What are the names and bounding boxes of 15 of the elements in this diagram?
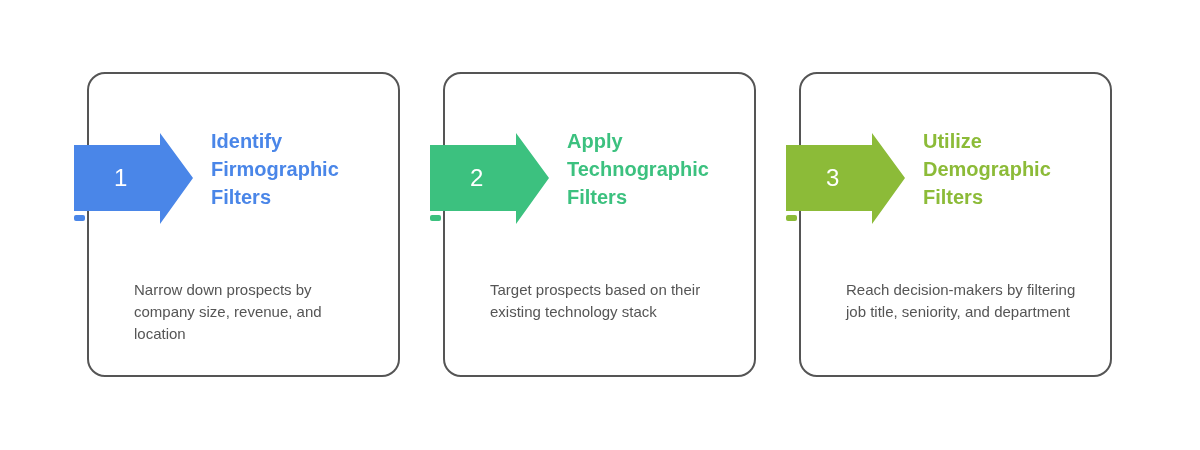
- step-arrow: [430, 133, 550, 225]
- step-card: [799, 72, 1112, 377]
- step-description: Narrow down prospects by company size, revenue, and location: [134, 280, 323, 344]
- step-number: 2: [470, 163, 484, 193]
- step-description: Target prospects based on their existing technology stack: [490, 280, 702, 322]
- step-title: Apply Technographic Filters: [567, 129, 710, 210]
- step-number: 1: [114, 163, 128, 193]
- step-card: [87, 72, 400, 377]
- step-arrow: [786, 133, 906, 225]
- step-title: Utilize Demographic Filters: [923, 129, 1052, 210]
- step-description: Reach decision-makers by filtering job title, seniority, and department: [846, 280, 1077, 322]
- step-arrow: [74, 133, 194, 225]
- step-card: [443, 72, 756, 377]
- step-number: 3: [826, 163, 840, 193]
- step-title: Identify Firmographic Filters: [211, 129, 340, 210]
